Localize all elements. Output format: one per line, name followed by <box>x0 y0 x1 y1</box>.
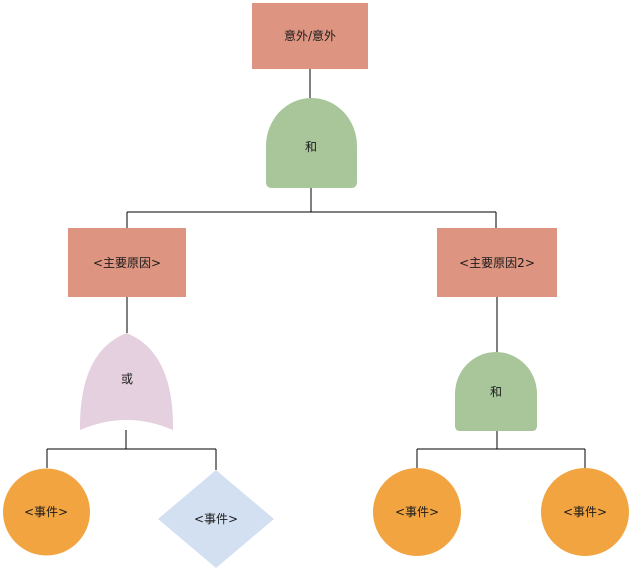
top-event-label: 意外/意外 <box>284 28 336 43</box>
event-1-label: <事件> <box>24 505 68 519</box>
cause-right-node[interactable] <box>437 228 557 297</box>
event-4-node[interactable] <box>541 468 629 556</box>
and-gate-2-node[interactable] <box>455 352 537 431</box>
event-3-label: <事件> <box>395 505 439 519</box>
top-event-node[interactable] <box>252 3 368 69</box>
event-2-node[interactable] <box>158 470 274 568</box>
connector-lines <box>46 69 586 470</box>
root-and-gate-label: 和 <box>305 140 317 154</box>
event-3-node[interactable] <box>373 468 461 556</box>
cause-left-node[interactable] <box>68 228 186 297</box>
or-gate-label: 或 <box>121 372 133 386</box>
and-gate-2-label: 和 <box>490 385 502 399</box>
cause-left-label: <主要原因> <box>93 256 161 270</box>
event-1-node[interactable] <box>3 468 90 556</box>
root-and-gate-node[interactable] <box>266 98 357 188</box>
cause-right-label: <主要原因2> <box>459 256 535 270</box>
event-2-label: <事件> <box>194 512 238 526</box>
event-4-label: <事件> <box>563 505 607 519</box>
or-gate-node[interactable] <box>79 333 174 430</box>
